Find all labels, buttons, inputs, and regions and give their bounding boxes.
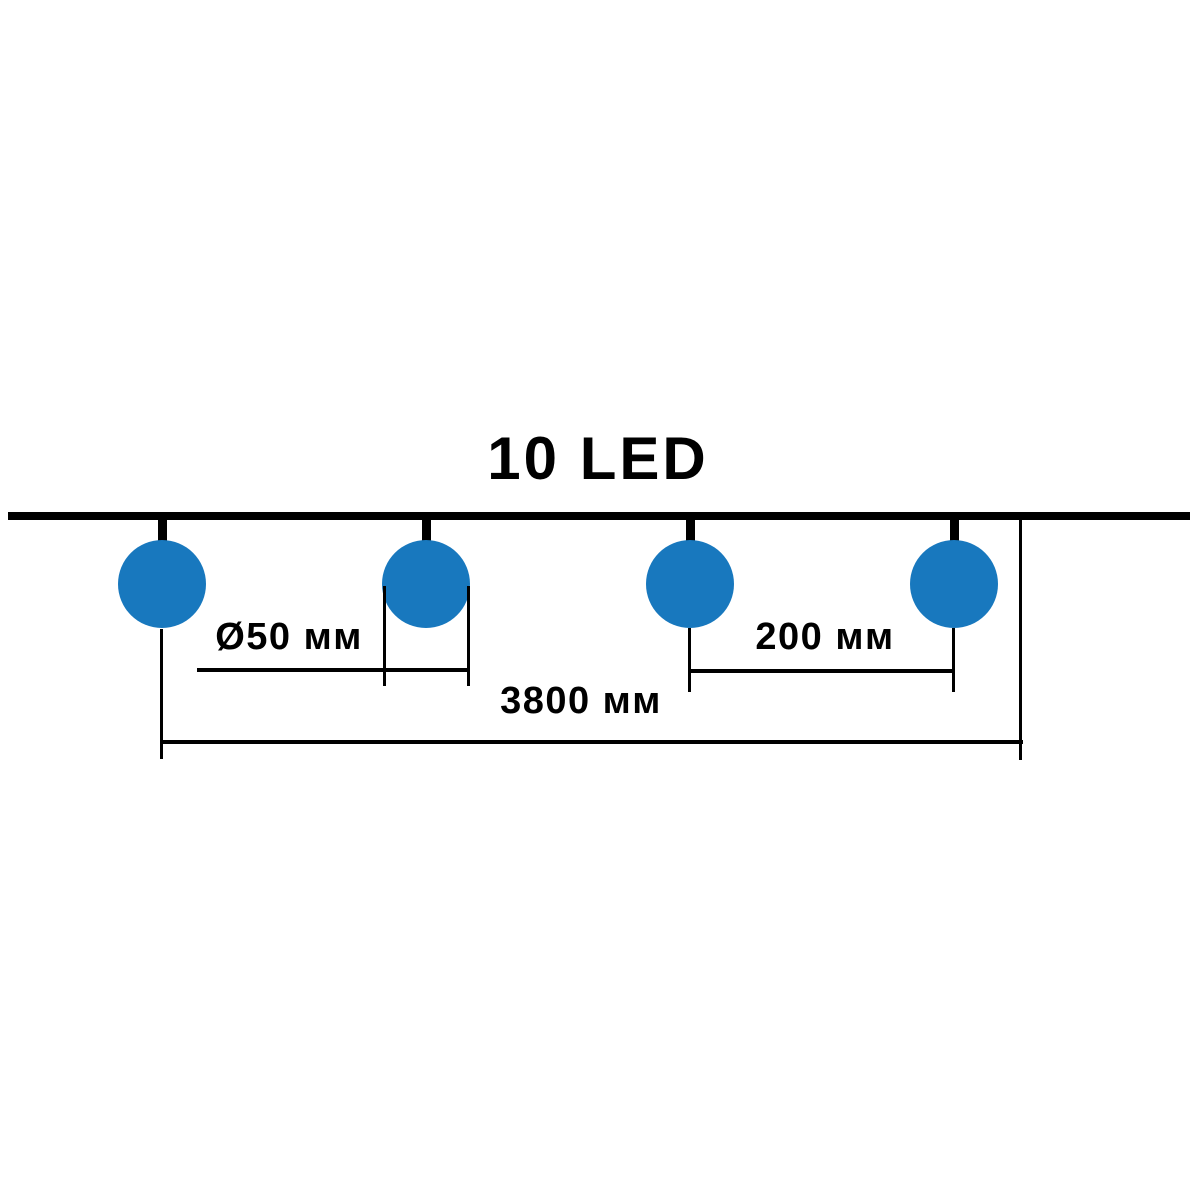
bulb-stem-3 <box>686 516 695 544</box>
diameter-extension-line-right <box>467 586 470 686</box>
string-wire <box>8 512 1190 520</box>
led-bulb-2 <box>382 540 470 628</box>
diameter-dimension-label: Ø50 мм <box>215 616 363 658</box>
bulb-stem-2 <box>422 516 431 544</box>
diameter-dimension-line <box>197 668 470 672</box>
bulb-stem-1 <box>158 516 167 544</box>
diagram-title: 10 LED <box>487 425 709 492</box>
total-length-extension-line-left <box>160 629 163 759</box>
total-length-dimension-label: 3800 мм <box>500 680 662 722</box>
spacing-dimension-line <box>690 669 954 673</box>
led-bulb-3 <box>646 540 734 628</box>
spacing-extension-line-right <box>952 628 955 692</box>
total-length-dimension-line <box>161 740 1023 744</box>
led-bulb-4 <box>910 540 998 628</box>
spacing-extension-line-left <box>688 628 691 692</box>
total-length-extension-line-right <box>1019 520 1022 760</box>
spacing-dimension-label: 200 мм <box>755 616 895 658</box>
diameter-extension-line-left <box>383 586 386 686</box>
led-bulb-1 <box>118 540 206 628</box>
bulb-stem-4 <box>950 516 959 544</box>
